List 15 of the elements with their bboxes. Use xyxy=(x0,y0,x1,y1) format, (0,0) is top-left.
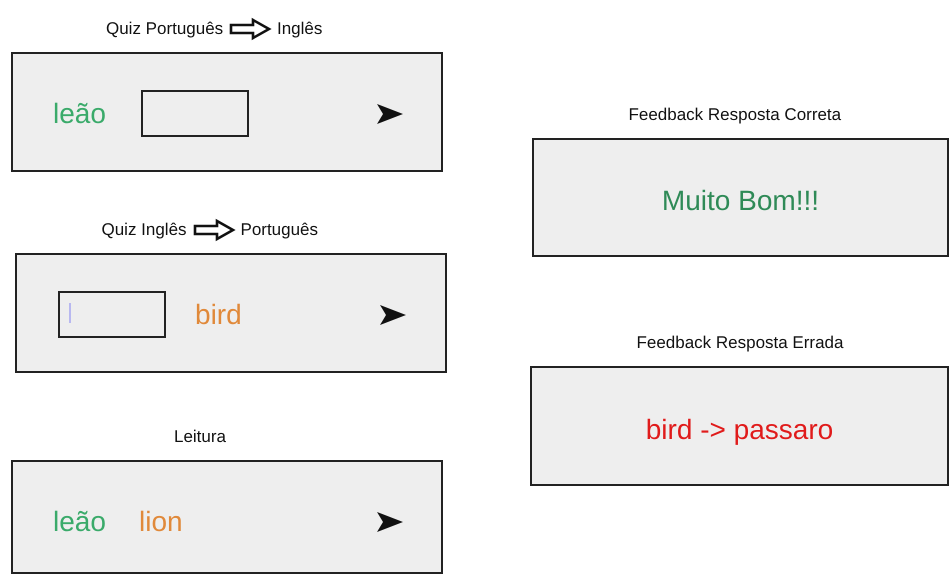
input-field xyxy=(58,291,166,338)
word-label: leão xyxy=(53,506,106,538)
screen-title: Quiz Português xyxy=(106,18,224,40)
word-label: leão xyxy=(53,98,106,130)
screen-title: Inglês xyxy=(277,18,322,40)
word-label: lion xyxy=(139,506,183,538)
input-field xyxy=(141,90,249,137)
word-label: bird xyxy=(195,299,242,331)
screen-title: Quiz Inglês xyxy=(102,219,187,241)
screen-title: Leitura xyxy=(174,426,226,448)
feedback-message: Muito Bom!!! xyxy=(660,185,820,217)
feedback-message: bird -> passaro xyxy=(644,414,834,446)
screen-title: Feedback Resposta Correta xyxy=(628,104,842,126)
screen-title: Português xyxy=(240,219,318,241)
screen-title: Feedback Resposta Errada xyxy=(636,332,844,354)
